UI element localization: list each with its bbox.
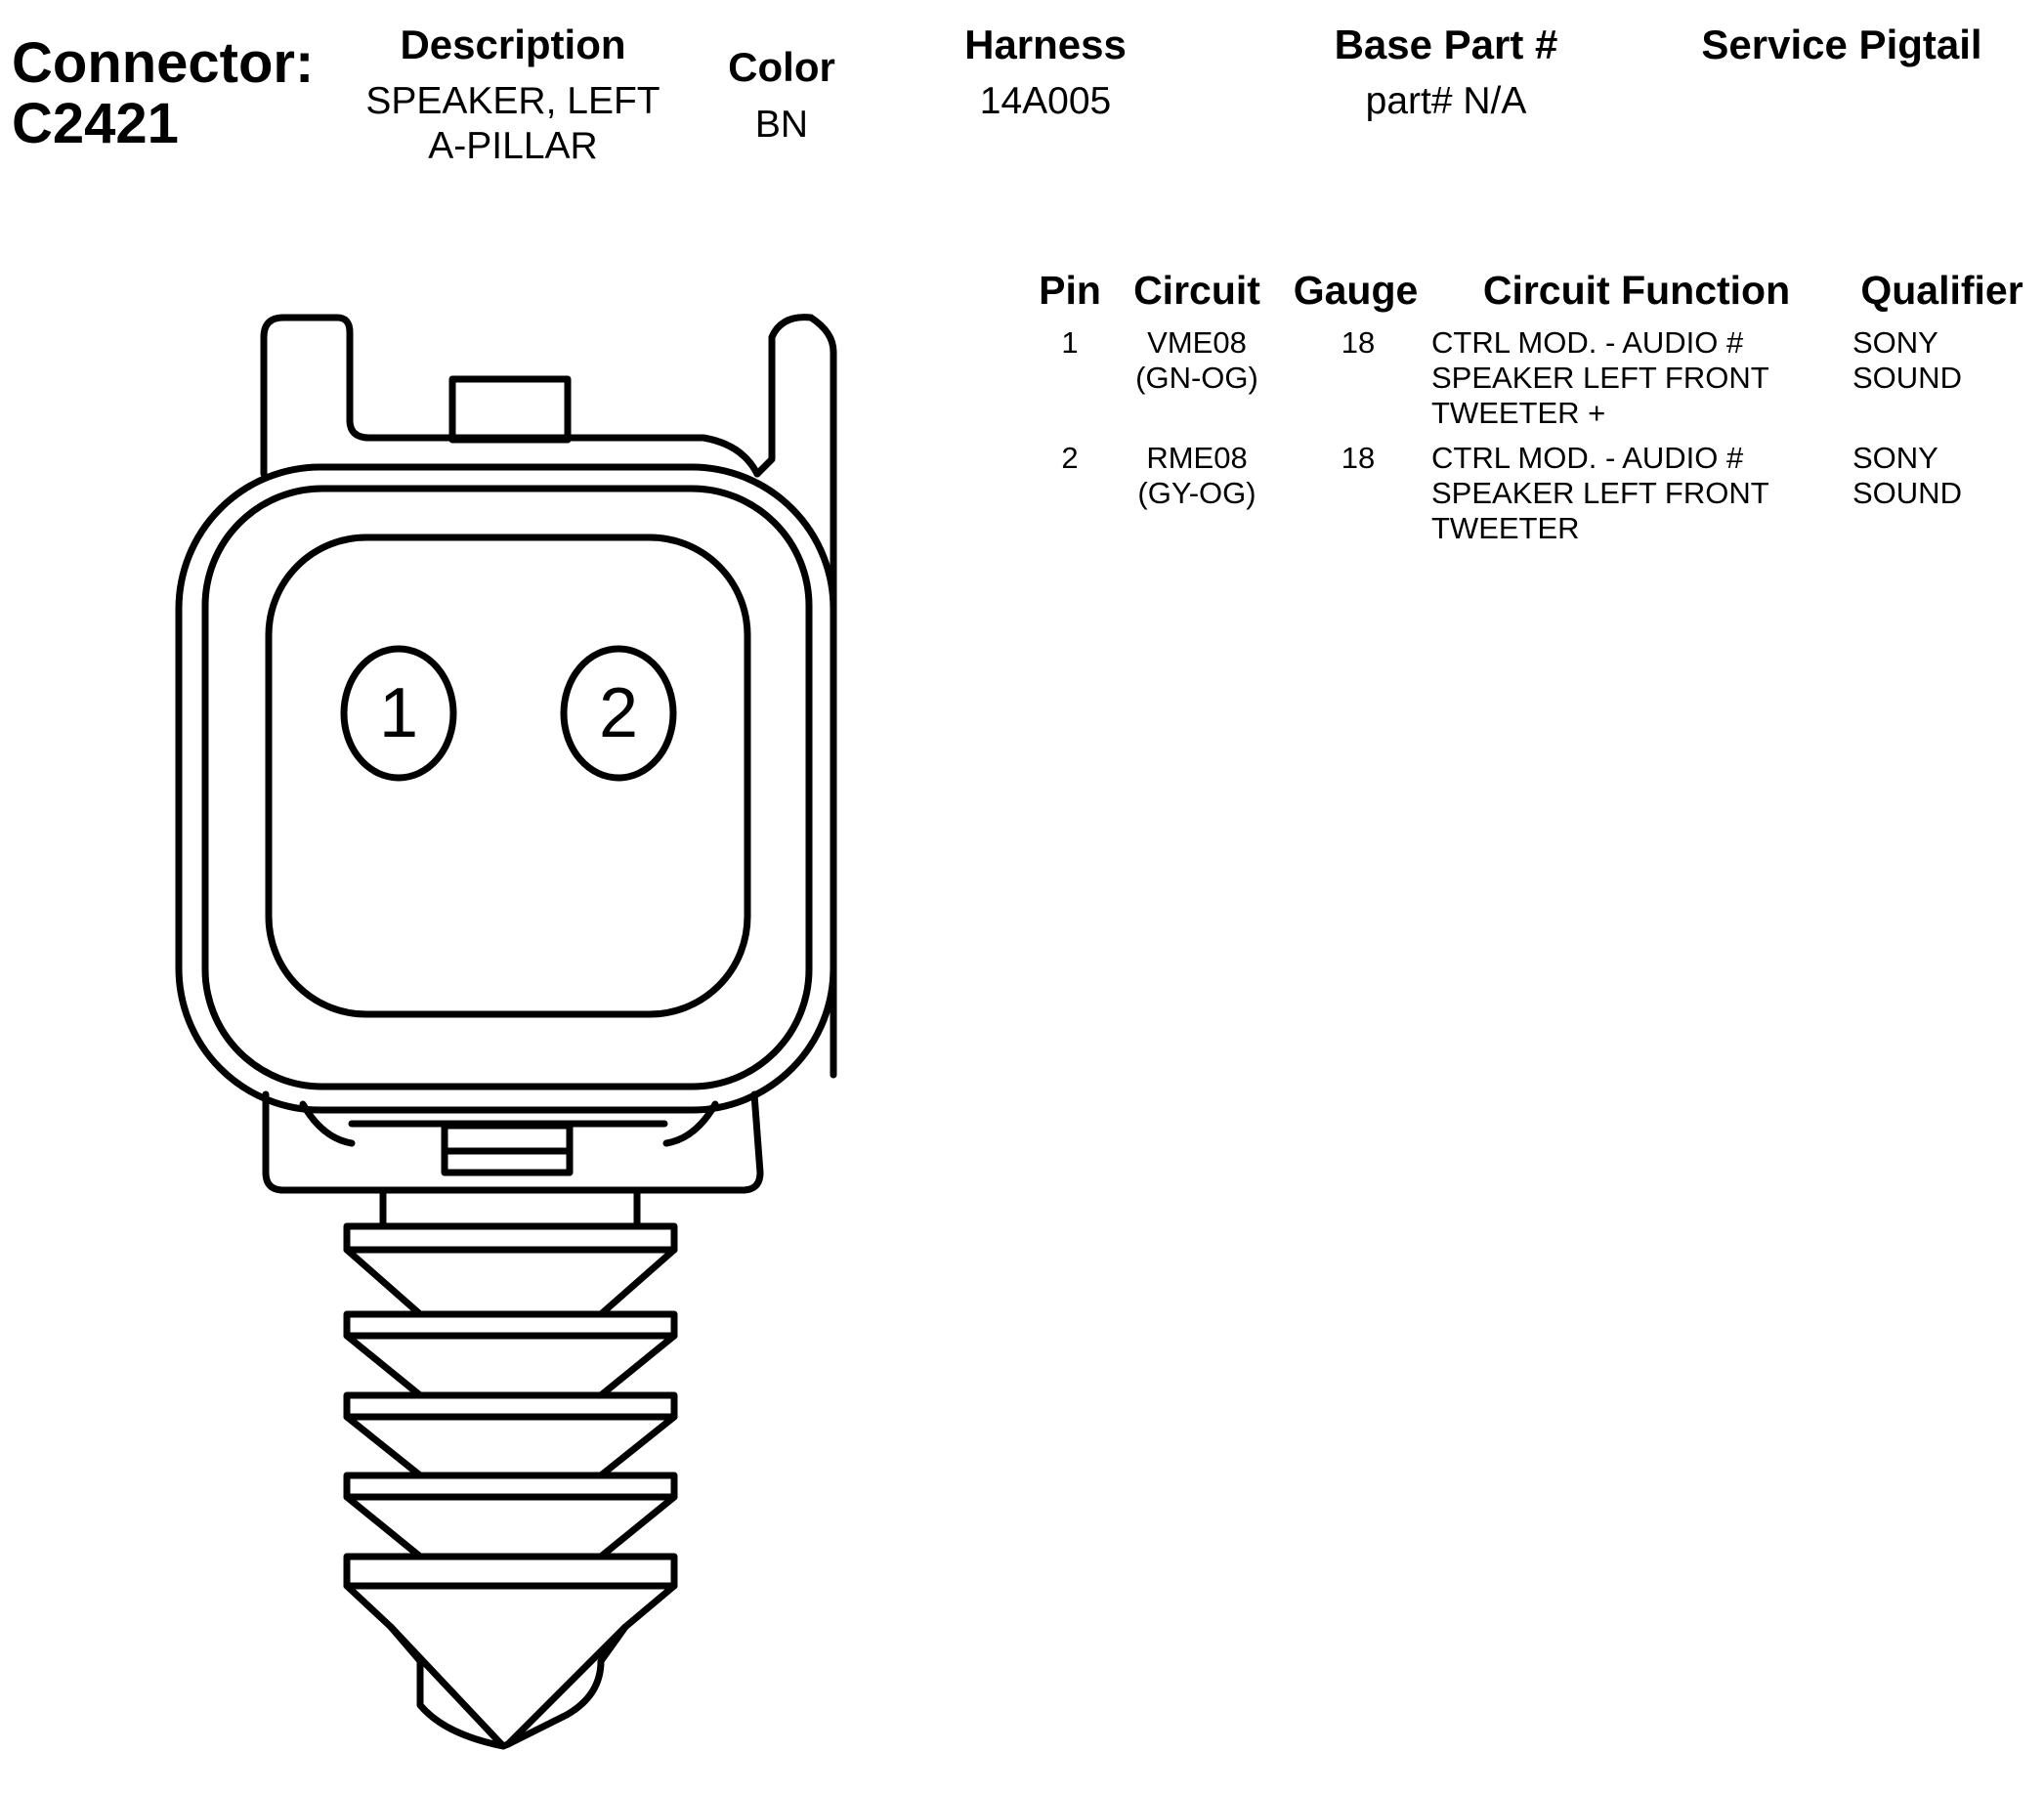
qualifier-line: SOUND — [1852, 361, 1962, 395]
color-header: Color — [728, 44, 835, 90]
harness-value: 14A005 — [979, 80, 1112, 122]
function-cell: CTRL MOD. - AUDIO # SPEAKER LEFT FRONT T… — [1431, 441, 1769, 546]
circuit-cell: RME08 (GY-OG) — [1124, 441, 1270, 511]
base-part-value: part# N/A — [1365, 80, 1527, 122]
rib-taper — [343, 1413, 678, 1479]
housing-outer — [175, 463, 837, 1114]
qualifier-line: SOUND — [1852, 476, 1962, 510]
circuit-column-header: Circuit — [1133, 268, 1260, 313]
function-line: TWEETER + — [1431, 396, 1606, 430]
function-line: SPEAKER LEFT FRONT — [1431, 361, 1769, 395]
circuit-id: RME08 — [1146, 441, 1248, 475]
description-header: Description — [400, 21, 626, 67]
gauge-cell: 18 — [1341, 325, 1376, 360]
base-fillet-left — [299, 1100, 356, 1147]
latch-tab-right — [753, 314, 837, 1079]
rib — [343, 1553, 678, 1590]
qualifier-column-header: Qualifier — [1860, 268, 2023, 313]
function-line: TWEETER — [1431, 511, 1580, 545]
service-pigtail-header: Service Pigtail — [1701, 21, 1982, 67]
rib-taper — [343, 1493, 678, 1560]
pin-tip — [343, 1582, 678, 1750]
tip-line — [504, 1623, 629, 1748]
wire-color: (GN-OG) — [1135, 361, 1258, 395]
cavity-face — [265, 534, 751, 1018]
wire-color: (GY-OG) — [1137, 476, 1256, 510]
qualifier-line: SONY — [1852, 441, 1938, 475]
rib-taper — [343, 1246, 678, 1318]
rib — [343, 1310, 678, 1340]
function-line: SPEAKER LEFT FRONT — [1431, 476, 1769, 510]
pin-cavity-2 — [560, 645, 677, 782]
pin-label-1: 1 — [378, 674, 419, 752]
latch-tab-left — [260, 314, 761, 478]
qualifier-cell: SONY SOUND — [1852, 325, 1962, 396]
base-part-header: Base Part # — [1334, 21, 1558, 67]
pin-number: 2 — [1061, 441, 1079, 475]
connector-id: C2421 — [12, 92, 179, 155]
tip-line — [387, 1623, 507, 1750]
pin-column-header: Pin — [1039, 268, 1101, 313]
function-column-header: Circuit Function — [1482, 268, 1791, 313]
rib — [343, 1391, 678, 1421]
housing-base — [262, 1090, 764, 1194]
housing-inner — [201, 485, 813, 1090]
connector-label: Connector: — [12, 31, 315, 95]
qualifier-cell: SONY SOUND — [1852, 441, 1962, 511]
rib — [343, 1222, 678, 1254]
description-line-2: A-PILLAR — [428, 125, 598, 167]
function-line: CTRL MOD. - AUDIO # — [1431, 441, 1744, 475]
base-fillet-right — [662, 1100, 719, 1147]
gauge-column-header: Gauge — [1293, 268, 1419, 313]
connector-block: Connector: C2421 — [12, 33, 314, 154]
qualifier-line: SONY — [1852, 325, 1938, 360]
pin-label-2: 2 — [598, 674, 639, 752]
rib — [343, 1472, 678, 1501]
rib-taper — [343, 1332, 678, 1399]
pin-number: 1 — [1061, 325, 1079, 360]
pin-cavity-1 — [340, 645, 457, 782]
circuit-id: VME08 — [1147, 325, 1247, 360]
circuit-cell: VME08 (GN-OG) — [1124, 325, 1270, 396]
color-value: BN — [754, 104, 809, 146]
gauge-cell: 18 — [1341, 441, 1376, 475]
function-cell: CTRL MOD. - AUDIO # SPEAKER LEFT FRONT T… — [1431, 325, 1769, 431]
function-line: CTRL MOD. - AUDIO # — [1431, 325, 1744, 360]
top-key — [448, 375, 572, 444]
harness-header: Harness — [964, 21, 1127, 67]
description-line-1: SPEAKER, LEFT — [365, 80, 660, 122]
